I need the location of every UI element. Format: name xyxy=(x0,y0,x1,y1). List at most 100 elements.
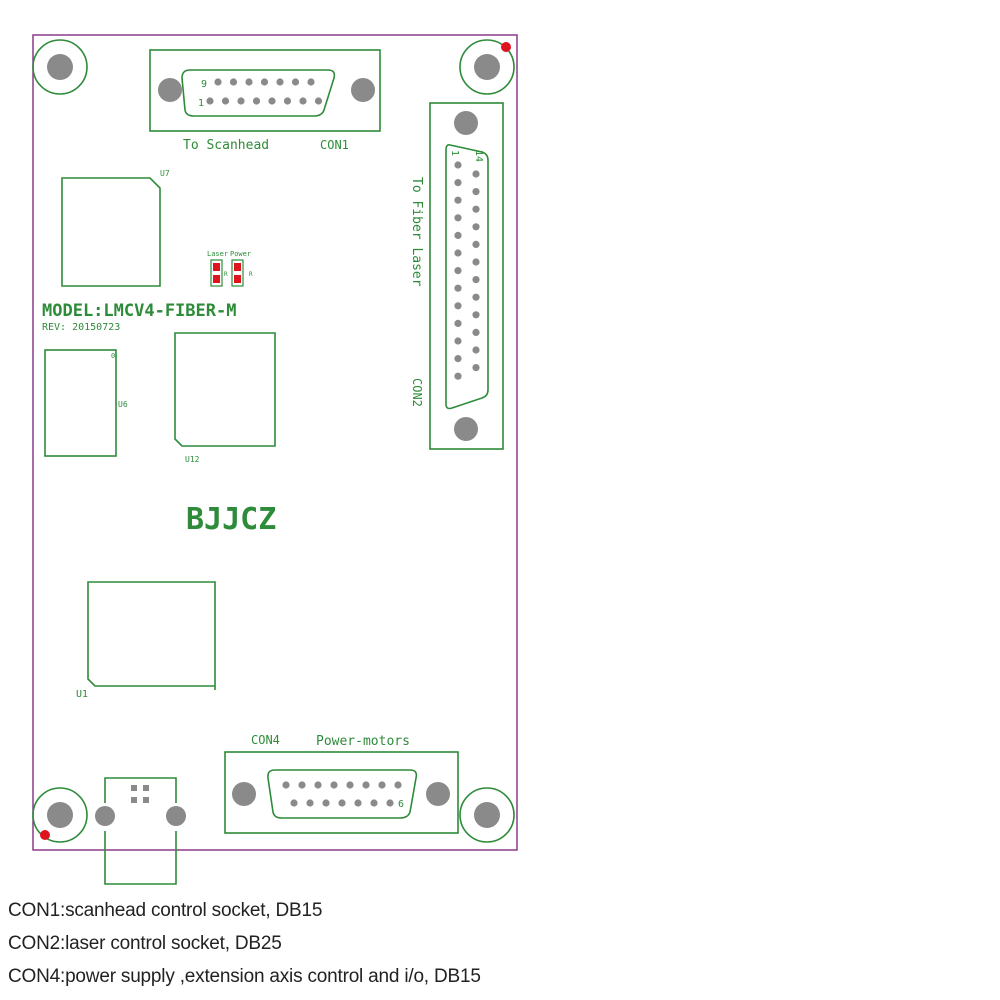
pcb-layout-diagram: 9 1 To Scanhead CON1 1 14 To Fiber Laser… xyxy=(32,34,518,885)
connector-pin xyxy=(221,97,230,105)
connector-pin xyxy=(214,78,222,86)
connector-pin xyxy=(290,799,298,807)
con2-pin-last: 14 xyxy=(473,150,484,162)
power-jack xyxy=(95,777,186,885)
connector-pin xyxy=(454,267,462,275)
con2-label: CON2 xyxy=(410,378,424,407)
led-label-laser: Laser xyxy=(207,250,228,258)
connector-pin xyxy=(394,781,402,789)
connector-pin xyxy=(454,372,462,380)
connector-pin xyxy=(298,781,306,789)
connector-pin xyxy=(299,97,307,105)
con1-pin-last: 9 xyxy=(201,79,207,90)
connector-pin xyxy=(276,78,284,86)
mounting-hole-bottom-right xyxy=(459,787,515,843)
description-con1: CON1:scanhead control socket, DB15 xyxy=(8,900,323,921)
connector-pin xyxy=(454,249,462,257)
connector-pin xyxy=(252,97,261,105)
mounting-hole-top-right xyxy=(459,39,515,95)
led-mark-power: R xyxy=(249,271,253,278)
marker-dot xyxy=(40,830,50,840)
u7-label: U7 xyxy=(160,169,170,178)
connector-pin xyxy=(472,311,480,319)
con4-pins xyxy=(282,781,402,807)
connector-pin xyxy=(454,179,462,187)
revision-label: REV: 20150723 xyxy=(42,322,120,333)
con1-label: CON1 xyxy=(320,138,349,152)
connector-pin xyxy=(370,799,378,807)
con4-connector: 6 CON4 Power-motors xyxy=(224,733,459,834)
led-label-power: Power xyxy=(230,250,251,258)
chip-u1: U1 xyxy=(76,581,216,700)
connector-pin xyxy=(260,78,269,86)
mounting-hole-bottom-left xyxy=(32,787,88,843)
connector-pin xyxy=(472,328,480,336)
connector-pin xyxy=(314,781,322,789)
connector-pin xyxy=(354,799,362,807)
connector-pin xyxy=(472,240,480,248)
connector-pin xyxy=(338,799,346,807)
chip-u6: 0 U6 xyxy=(44,349,128,457)
con1-pins xyxy=(206,78,323,105)
con4-caption: Power-motors xyxy=(316,734,410,749)
con4-label: CON4 xyxy=(251,733,280,747)
con2-pin-first: 1 xyxy=(449,150,460,156)
connector-pin xyxy=(306,799,314,807)
u1-label: U1 xyxy=(76,689,88,700)
status-leds: Laser Power R R xyxy=(207,250,253,287)
connector-pin xyxy=(472,258,480,266)
connector-pin xyxy=(282,781,290,789)
con2-caption: To Fiber Laser xyxy=(409,177,424,287)
con1-connector: 9 1 To Scanhead CON1 xyxy=(149,49,381,153)
connector-pin xyxy=(472,188,480,196)
connector-pin xyxy=(454,355,462,363)
connector-pin xyxy=(472,276,480,284)
connector-pin xyxy=(472,170,480,178)
board-outline xyxy=(32,34,518,851)
mounting-hole-top-left xyxy=(32,39,88,95)
connector-pin xyxy=(454,319,462,327)
connector-pin xyxy=(206,97,214,105)
connector-pin xyxy=(314,97,323,105)
connector-pin xyxy=(330,781,338,789)
connector-pin xyxy=(322,799,330,807)
connector-pin xyxy=(245,78,253,86)
connector-pin xyxy=(454,337,462,345)
con2-pins xyxy=(454,161,480,380)
connector-pin xyxy=(386,799,394,807)
u6-mark: 0 xyxy=(111,352,115,360)
marker-dot xyxy=(501,42,511,52)
con2-connector: 1 14 To Fiber Laser CON2 xyxy=(409,102,504,450)
connector-pin xyxy=(454,214,462,222)
connector-pin xyxy=(472,346,480,354)
connector-pin xyxy=(472,223,480,231)
model-label: MODEL:LMCV4-FIBER-M xyxy=(42,301,236,321)
connector-pin xyxy=(307,78,315,86)
connector-pin xyxy=(454,231,462,239)
connector-pin xyxy=(472,293,480,301)
connector-pin xyxy=(472,205,480,213)
connector-pin xyxy=(283,97,292,105)
con1-caption: To Scanhead xyxy=(183,138,269,153)
connector-pin xyxy=(454,161,462,169)
chip-u7: U7 xyxy=(61,169,170,287)
connector-pin xyxy=(268,97,276,105)
connector-pin xyxy=(346,781,354,789)
chip-u12: U12 xyxy=(174,332,276,464)
brand-logo-text: BJJCZ xyxy=(186,502,276,537)
connector-pin xyxy=(229,78,238,86)
connector-pin xyxy=(472,364,480,372)
connector-pin xyxy=(454,196,462,204)
description-con4: CON4:power supply ,extension axis contro… xyxy=(8,966,481,987)
u12-label: U12 xyxy=(185,455,200,464)
connector-pin xyxy=(362,781,370,789)
connector-pin xyxy=(454,284,462,292)
connector-pin xyxy=(237,97,245,105)
description-con2: CON2:laser control socket, DB25 xyxy=(8,933,282,954)
u6-label: U6 xyxy=(118,400,128,409)
con1-pin-first: 1 xyxy=(198,98,204,109)
con4-pin-mark: 6 xyxy=(398,799,404,810)
led-mark-laser: R xyxy=(224,271,228,278)
connector-pin xyxy=(454,302,462,310)
connector-pin xyxy=(291,78,300,86)
